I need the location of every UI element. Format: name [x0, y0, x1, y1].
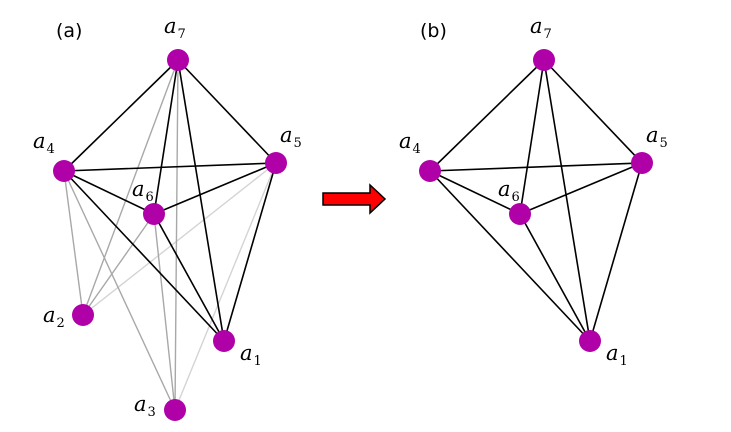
node-a3	[164, 399, 186, 421]
edge-a4-a3	[63, 170, 176, 411]
edge-a6-a2	[82, 213, 155, 316]
node-label-subscript: 4	[47, 142, 55, 157]
edge-a7-a5	[543, 59, 643, 164]
node-a4	[419, 160, 441, 182]
node-label-a7: a7	[530, 14, 552, 42]
node-label-a5: a5	[646, 123, 668, 151]
arrow-right-icon	[322, 183, 387, 215]
node-label-subscript: 4	[413, 142, 421, 157]
edge-a5-a3	[174, 162, 277, 411]
node-label-subscript: 6	[512, 190, 520, 205]
edge-a7-a4	[63, 59, 179, 172]
node-label-subscript: 1	[254, 354, 262, 369]
node-a5	[265, 152, 287, 174]
panel-b: (b) a7 a4 a5 a6 a1	[399, 14, 668, 369]
node-a7	[167, 49, 189, 71]
node-a2	[72, 304, 94, 326]
edge-a7-a5	[177, 59, 277, 164]
node-label-a2: a2	[43, 303, 65, 331]
node-label-a4: a4	[399, 129, 421, 157]
edge-a7-a1	[543, 59, 591, 342]
panel-b-nodes: a7 a4 a5 a6 a1	[399, 14, 668, 369]
node-label-subscript: 6	[146, 190, 154, 205]
node-a5	[631, 152, 653, 174]
node-a6	[509, 203, 531, 225]
node-label-a4: a4	[33, 129, 55, 157]
node-label-subscript: 3	[148, 405, 156, 420]
edge-a4-a1	[63, 170, 225, 342]
panel-a-edges	[63, 59, 277, 411]
edge-a7-a1	[177, 59, 225, 342]
panel-b-label: (b)	[420, 20, 447, 42]
panel-a: (a) a7 a4 a5 a6 a2 a1 a3	[33, 14, 302, 421]
node-label-a1: a1	[606, 341, 628, 369]
node-a4	[53, 160, 75, 182]
node-label-a7: a7	[164, 14, 186, 42]
node-a6	[143, 203, 165, 225]
node-label-subscript: 5	[660, 136, 668, 151]
edge-a6-a5	[519, 162, 643, 215]
node-label-subscript: 5	[294, 136, 302, 151]
edge-a4-a2	[63, 170, 84, 316]
edge-a4-a5	[429, 162, 643, 172]
edge-a7-a3	[174, 59, 179, 411]
edge-a4-a6	[429, 170, 521, 215]
edge-a6-a1	[153, 213, 225, 342]
node-label-a6: a6	[132, 177, 154, 205]
node-label-subscript: 7	[178, 27, 186, 42]
panel-a-nodes: a7 a4 a5 a6 a2 a1 a3	[33, 14, 302, 421]
edge-a6-a5	[153, 162, 277, 215]
panel-b-edges	[429, 59, 643, 342]
node-label-subscript: 7	[544, 27, 552, 42]
node-label-subscript: 1	[620, 354, 628, 369]
edge-a5-a2	[82, 162, 277, 316]
node-a1	[579, 330, 601, 352]
edge-a4-a1	[429, 170, 591, 342]
panel-a-label: (a)	[56, 20, 82, 42]
edge-a6-a1	[519, 213, 591, 342]
node-label-a3: a3	[134, 392, 156, 420]
edge-a6-a3	[153, 213, 176, 411]
edge-a5-a1	[223, 162, 277, 342]
node-label-a1: a1	[240, 341, 262, 369]
edge-a4-a5	[63, 162, 277, 172]
node-label-subscript: 2	[57, 316, 65, 331]
edge-a7-a4	[429, 59, 545, 172]
edge-a4-a6	[63, 170, 155, 215]
edge-a7-a6	[153, 59, 179, 215]
edge-a7-a6	[519, 59, 545, 215]
edge-a7-a2	[82, 59, 179, 316]
node-label-a6: a6	[498, 177, 520, 205]
node-a7	[533, 49, 555, 71]
node-label-a5: a5	[280, 123, 302, 151]
node-a1	[213, 330, 235, 352]
edge-a5-a1	[589, 162, 643, 342]
